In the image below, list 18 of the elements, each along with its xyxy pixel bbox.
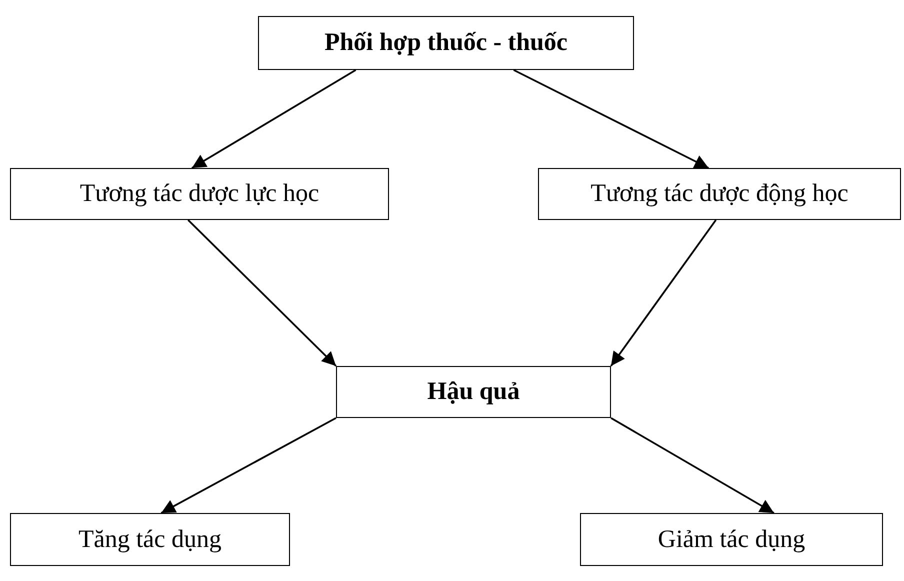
process-box [336,366,611,418]
box-label: Tương tác dược lực học [80,180,320,208]
arrow [188,219,337,367]
process-box [580,513,883,566]
arrow [610,219,717,367]
box-label: Tăng tác dụng [78,526,222,554]
arrow [191,69,356,169]
arrow [610,417,774,514]
process-box [538,168,901,220]
process-box [10,168,389,220]
arrow [160,417,336,514]
box-label: Hậu quả [427,378,520,406]
process-box [258,16,634,70]
process-box [10,513,290,566]
box-label: Tương tác dược động học [590,180,848,208]
box-label: Giảm tác dụng [658,526,806,554]
arrow [513,69,710,169]
box-label: Phối hợp thuốc - thuốc [324,29,568,57]
